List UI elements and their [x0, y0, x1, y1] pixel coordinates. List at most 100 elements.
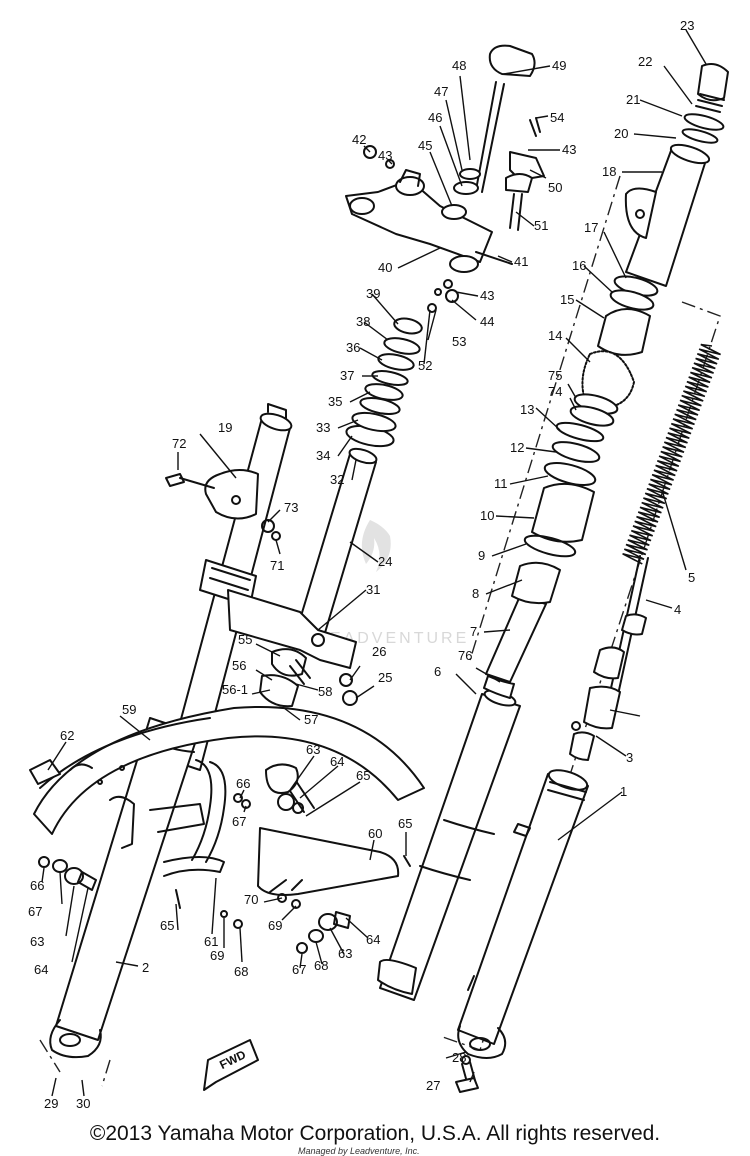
callout: 51 — [534, 218, 548, 233]
callout: 70 — [244, 892, 258, 907]
callout: 57 — [304, 712, 318, 727]
assembly-outline-left — [39, 1039, 111, 1087]
under-bracket — [227, 589, 357, 669]
small-hardware-top — [363, 145, 459, 313]
callout: 56 — [232, 658, 246, 673]
callout: 13 — [520, 402, 534, 417]
fork-cap-bolt — [681, 63, 729, 144]
callout: 7 — [470, 624, 477, 639]
callout: 62 — [60, 728, 74, 743]
callout: 75 — [548, 368, 562, 383]
headlight-bracket-left — [204, 469, 259, 520]
right-inner-tube — [483, 595, 547, 699]
callout: 36 — [346, 340, 360, 355]
callout: 74 — [548, 384, 562, 399]
callout: 9 — [478, 548, 485, 563]
bearing-stack — [345, 317, 423, 448]
callout: 38 — [356, 314, 370, 329]
callout: 6 — [434, 664, 441, 679]
cable-guide — [259, 648, 358, 708]
callout: 27 — [426, 1078, 440, 1093]
callout: 25 — [378, 670, 392, 685]
callout: 59 — [122, 702, 136, 717]
callout: 53 — [452, 334, 466, 349]
upper-fork-cover — [624, 143, 711, 287]
callout: 58 — [318, 684, 332, 699]
callout: 42 — [352, 132, 366, 147]
left-fork-inner-tube — [169, 403, 293, 771]
callout: 71 — [270, 558, 284, 573]
fork-spring — [622, 343, 721, 565]
callout: 65 — [160, 918, 174, 933]
callout: 3 — [626, 750, 633, 765]
callout: 68 — [314, 958, 328, 973]
callout: 64 — [34, 962, 48, 977]
callout: 64 — [330, 754, 344, 769]
callout: 65 — [398, 816, 412, 831]
callout: 49 — [552, 58, 566, 73]
callout: 41 — [514, 254, 528, 269]
callout: 15 — [560, 292, 574, 307]
callout: 19 — [218, 420, 232, 435]
callout: 18 — [602, 164, 616, 179]
copyright-footer: ©2013 Yamaha Motor Corporation, U.S.A. A… — [89, 1122, 661, 1145]
callout: 67 — [292, 962, 306, 977]
callout: 67 — [28, 904, 42, 919]
callout: 21 — [626, 92, 640, 107]
callout: 35 — [328, 394, 342, 409]
callout: 69 — [268, 918, 282, 933]
callout: 24 — [378, 554, 392, 569]
callout: 73 — [284, 500, 298, 515]
callout: 50 — [548, 180, 562, 195]
callout: 69 — [210, 948, 224, 963]
forward-arrow — [203, 1039, 259, 1091]
fender-stay-rear — [257, 765, 400, 896]
callout: 34 — [316, 448, 330, 463]
callout: 72 — [172, 436, 186, 451]
callout: 67 — [232, 814, 246, 829]
callout: 68 — [234, 964, 248, 979]
callout: 20 — [614, 126, 628, 141]
callout: 26 — [372, 644, 386, 659]
fender-stay-front — [29, 759, 227, 877]
cap-cover-stack — [511, 275, 659, 605]
callout: 37 — [340, 368, 354, 383]
callout: 48 — [452, 58, 466, 73]
callout: 61 — [204, 934, 218, 949]
callout: 65 — [356, 768, 370, 783]
callout: 52 — [418, 358, 432, 373]
callout: 66 — [236, 776, 250, 791]
leader-lines — [41, 29, 707, 1097]
callout: 43 — [480, 288, 494, 303]
steering-damper-rod — [441, 44, 536, 220]
callout: 76 — [458, 648, 472, 663]
callout: 60 — [368, 826, 382, 841]
callout: 14 — [548, 328, 562, 343]
callout: 56-1 — [222, 682, 248, 697]
assembly-outline-right — [439, 175, 721, 1051]
callout: 12 — [510, 440, 524, 455]
watermark-logo — [361, 520, 391, 572]
callout: 17 — [584, 220, 598, 235]
callout: 16 — [572, 258, 586, 273]
credit-line: Managed by Leadventure, Inc. — [298, 1146, 420, 1156]
callout: 44 — [480, 314, 494, 329]
callout: 46 — [428, 110, 442, 125]
callout: 4 — [674, 602, 681, 617]
callout: 2 — [142, 960, 149, 975]
callout: 8 — [472, 586, 479, 601]
callout: 28 — [452, 1050, 466, 1065]
callout: 31 — [366, 582, 380, 597]
callout: 11 — [494, 476, 508, 491]
callout: 63 — [30, 934, 44, 949]
callout: 63 — [306, 742, 320, 757]
callout: 54 — [550, 110, 564, 125]
callout: 64 — [366, 932, 380, 947]
callout: 39 — [366, 286, 380, 301]
callout: 10 — [480, 508, 494, 523]
callout: 55 — [238, 632, 252, 647]
callout: 45 — [418, 138, 432, 153]
callout: 63 — [338, 946, 352, 961]
callout-labels: 23 22 21 20 18 17 16 15 14 75 74 13 12 1… — [28, 18, 695, 1111]
